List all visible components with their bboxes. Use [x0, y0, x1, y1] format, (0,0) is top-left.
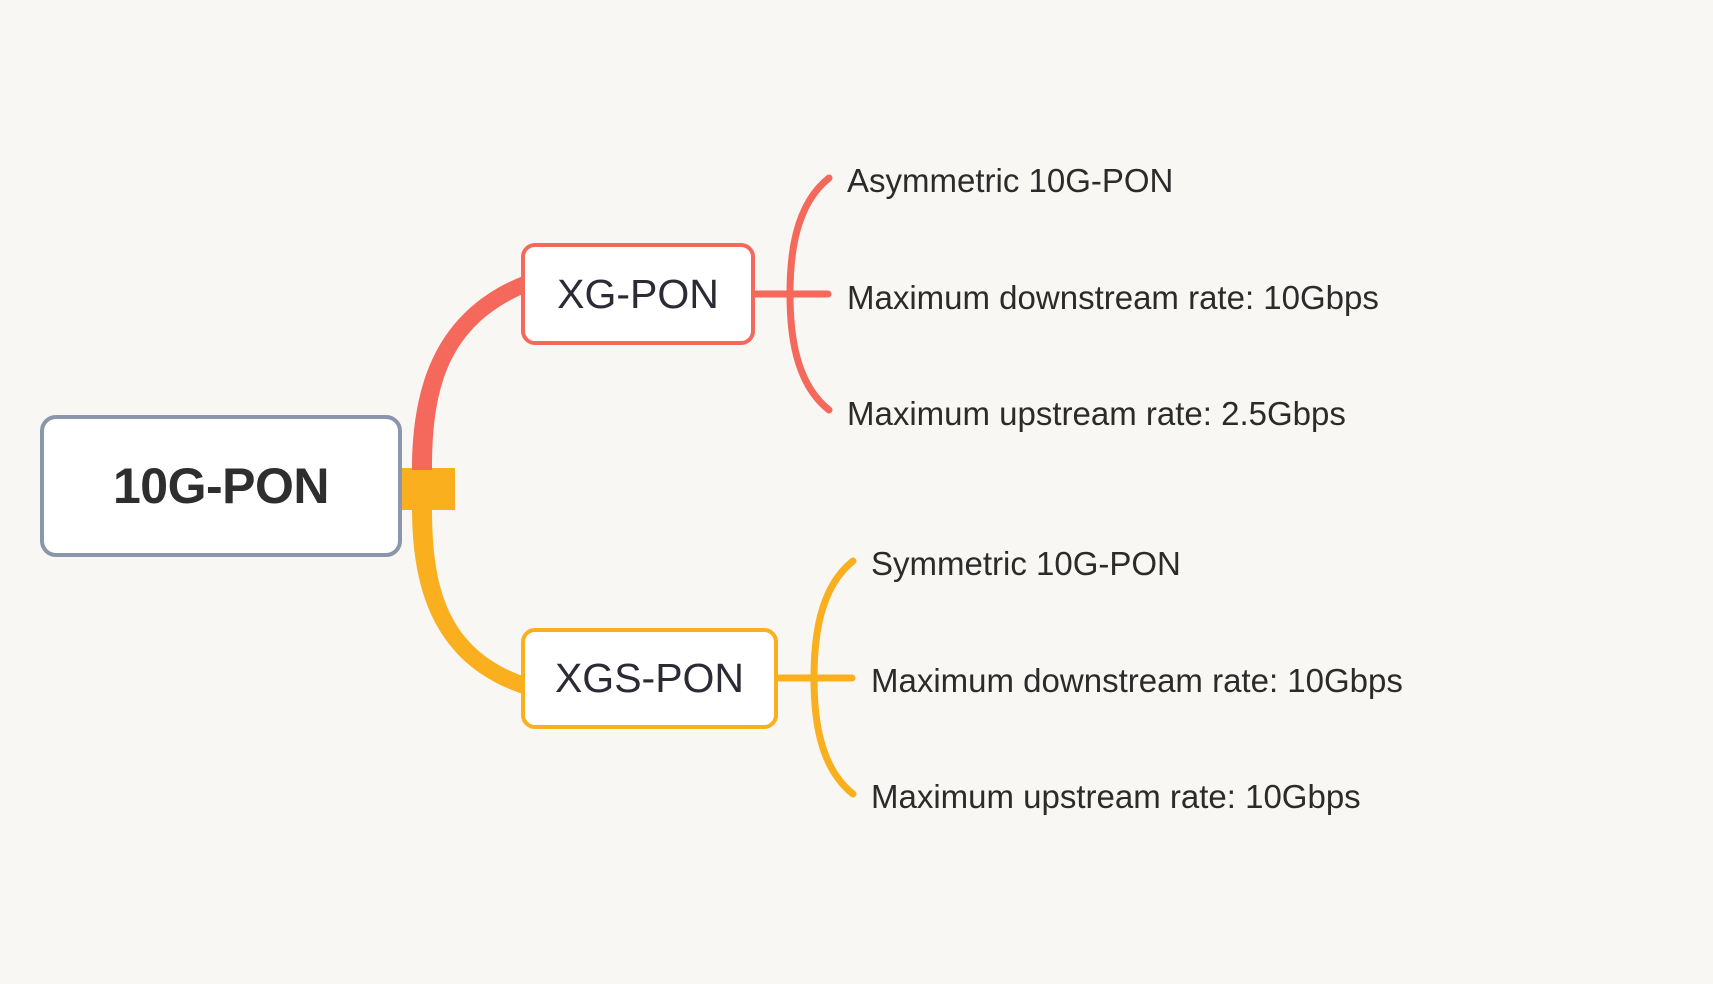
leaf-xgs-pon-3[interactable]: Maximum upstream rate: 10Gbps: [871, 778, 1361, 815]
root-node-label: 10G-PON: [112, 458, 330, 514]
leaf-xgs-pon-2[interactable]: Maximum downstream rate: 10Gbps: [871, 662, 1403, 699]
xg-pon-leaf-bracket: [786, 174, 833, 414]
leaf-xg-pon-1[interactable]: Asymmetric 10G-PON: [847, 162, 1174, 199]
branch-connector-xgs-pon: [412, 508, 523, 694]
root-node[interactable]: 10G-PON: [40, 415, 402, 557]
leaf-xgs-pon-1[interactable]: Symmetric 10G-PON: [871, 545, 1181, 582]
branch-node-xg-pon-label: XG-PON: [557, 270, 719, 317]
root-trunk-stub: [400, 468, 455, 510]
leaf-xg-pon-3[interactable]: Maximum upstream rate: 2.5Gbps: [847, 395, 1346, 432]
branch-node-xg-pon[interactable]: XG-PON: [521, 243, 755, 345]
branch-node-xgs-pon[interactable]: XGS-PON: [521, 628, 778, 729]
branch-connector-xg-pon: [412, 276, 523, 470]
branch-node-xgs-pon-label: XGS-PON: [554, 655, 745, 701]
xgs-pon-leaf-bracket: [810, 557, 857, 798]
leaf-xg-pon-2[interactable]: Maximum downstream rate: 10Gbps: [847, 279, 1379, 316]
